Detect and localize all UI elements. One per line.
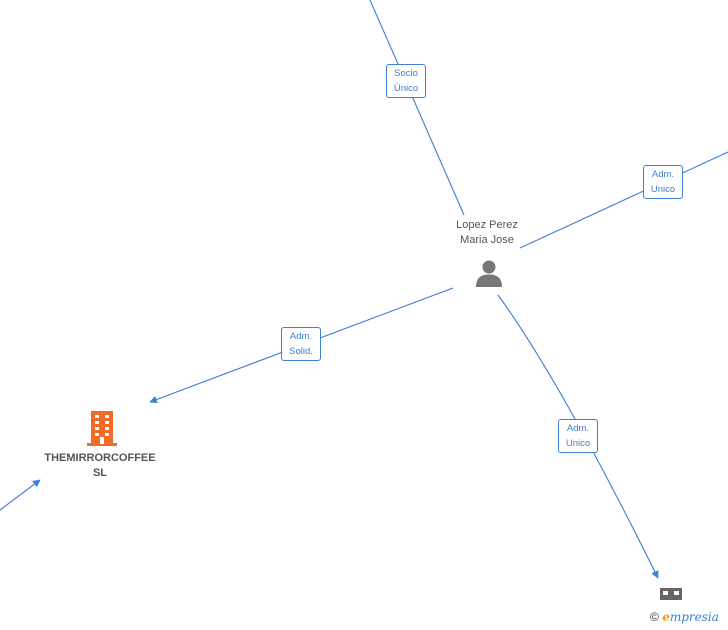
person-node-label[interactable]: Lopez Perez Maria Jose [437, 218, 537, 248]
edge-label-line: Adm. [651, 169, 675, 180]
edge-incoming-company [0, 479, 41, 511]
edge-label-adm-unico-bottom[interactable]: Adm. Unico [558, 419, 598, 453]
edge-adm-unico-top [519, 151, 728, 249]
edge-socio-unico [369, 0, 465, 216]
edge-label-line: Socio [394, 68, 418, 79]
edge-label-socio-unico[interactable]: Socio Único [386, 64, 426, 98]
edge-label-line: Solid. [289, 346, 313, 357]
edge-adm-unico-bottom [497, 294, 659, 579]
edge-label-adm-unico-top[interactable]: Adm. Unico [643, 165, 683, 199]
edge-label-adm-solid[interactable]: Adm. Solid. [281, 327, 321, 361]
empresia-watermark: © empresia [650, 610, 719, 624]
brand-initial: e [662, 610, 670, 624]
company-name-line2: SL [92, 467, 108, 479]
edge-label-line: Unico [650, 184, 676, 195]
person-icon[interactable] [474, 258, 504, 288]
edge-label-line: Unico [565, 438, 591, 449]
company-name-line1: THEMIRRORCOFFEE [44, 452, 156, 464]
edge-label-line: Adm. [566, 423, 590, 434]
company-node-label[interactable]: THEMIRRORCOFFEE SL [30, 451, 170, 481]
person-name-line2: Maria Jose [460, 234, 514, 246]
copyright-symbol: © [650, 610, 659, 624]
brand-name: mpresia [669, 610, 719, 624]
edge-label-line: Adm. [289, 331, 313, 342]
person-name-line1: Lopez Perez [456, 219, 518, 231]
building-icon[interactable] [86, 410, 118, 446]
edge-label-line: Único [393, 83, 419, 94]
building-icon-small[interactable] [660, 588, 682, 600]
